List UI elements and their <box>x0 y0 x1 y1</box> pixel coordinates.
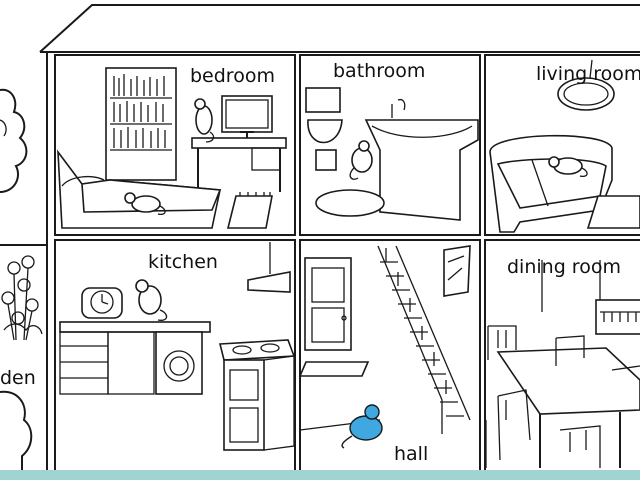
kitchen-label: kitchen <box>148 251 218 273</box>
living-room-furniture <box>489 59 640 233</box>
mouse-kitchen <box>135 279 168 321</box>
bedroom-label: bedroom <box>190 65 275 87</box>
bedroom-furniture <box>57 67 287 229</box>
dining-room-label: dining room <box>507 256 621 278</box>
mouse-on-sofa <box>548 156 588 178</box>
bedroom-room <box>54 54 296 236</box>
living-room-label: living room <box>536 63 640 85</box>
mouse-on-bed <box>124 192 166 216</box>
bottom-accent-bar <box>0 470 640 480</box>
bathroom-room <box>299 54 481 236</box>
bathroom-furniture <box>305 87 479 221</box>
hall-furniture <box>298 245 471 449</box>
flowers <box>1 255 43 341</box>
mouse-bathroom <box>349 140 373 180</box>
garden-label: den <box>0 367 36 389</box>
blue-mouse <box>341 404 383 449</box>
hall-label: hall <box>394 443 428 465</box>
mouse-on-desk <box>194 98 215 143</box>
bathroom-label: bathroom <box>333 60 425 82</box>
dining-room-furniture <box>485 260 640 468</box>
living-room-room <box>484 54 640 236</box>
kitchen-furniture <box>59 242 296 451</box>
garden-area <box>0 88 47 472</box>
